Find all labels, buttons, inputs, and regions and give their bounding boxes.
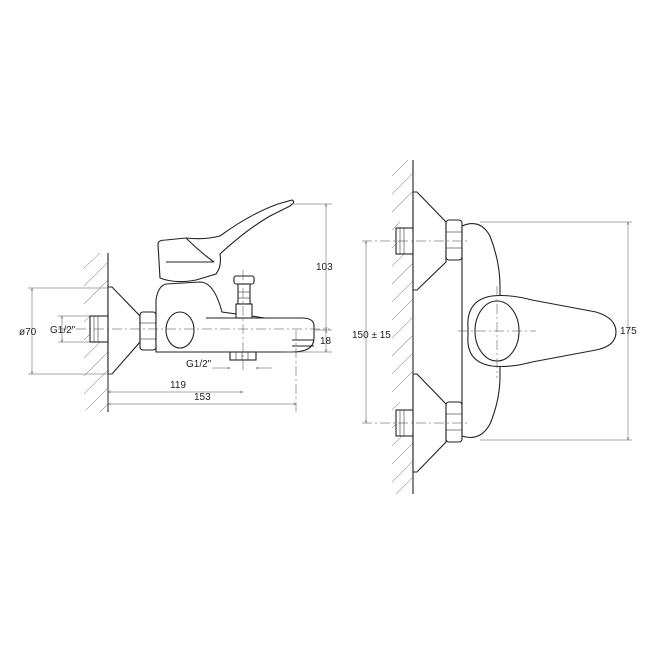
side-dim-outlet-thread-label: G1/2" xyxy=(186,359,212,370)
side-lever-handle xyxy=(157,199,295,283)
side-diverter-knob xyxy=(233,275,255,319)
side-hex-nut xyxy=(139,311,157,351)
side-dim-diameter-label: ø70 xyxy=(19,327,37,338)
front-lever-handle xyxy=(467,294,617,368)
front-hex-nut-bottom xyxy=(445,401,463,443)
side-dim-inlet-thread-label: G1/2" xyxy=(50,325,76,336)
side-dim-spout-offset-label: 18 xyxy=(320,336,332,347)
front-view: 150 ± 15 175 xyxy=(352,159,637,495)
front-wall xyxy=(391,159,414,495)
side-view: 103 18 ø70 G1/2" G1/2" 119 153 xyxy=(19,199,333,413)
front-hex-nut-top xyxy=(445,219,463,261)
front-dim-height-label: 175 xyxy=(620,326,637,337)
side-dim-length-long-label: 153 xyxy=(194,392,211,403)
front-dim-centers-label: 150 ± 15 xyxy=(352,330,391,341)
side-escutcheon xyxy=(107,286,141,375)
side-dim-length-short-label: 119 xyxy=(170,380,186,391)
side-body xyxy=(155,281,315,353)
side-dim-height-label: 103 xyxy=(316,262,333,273)
